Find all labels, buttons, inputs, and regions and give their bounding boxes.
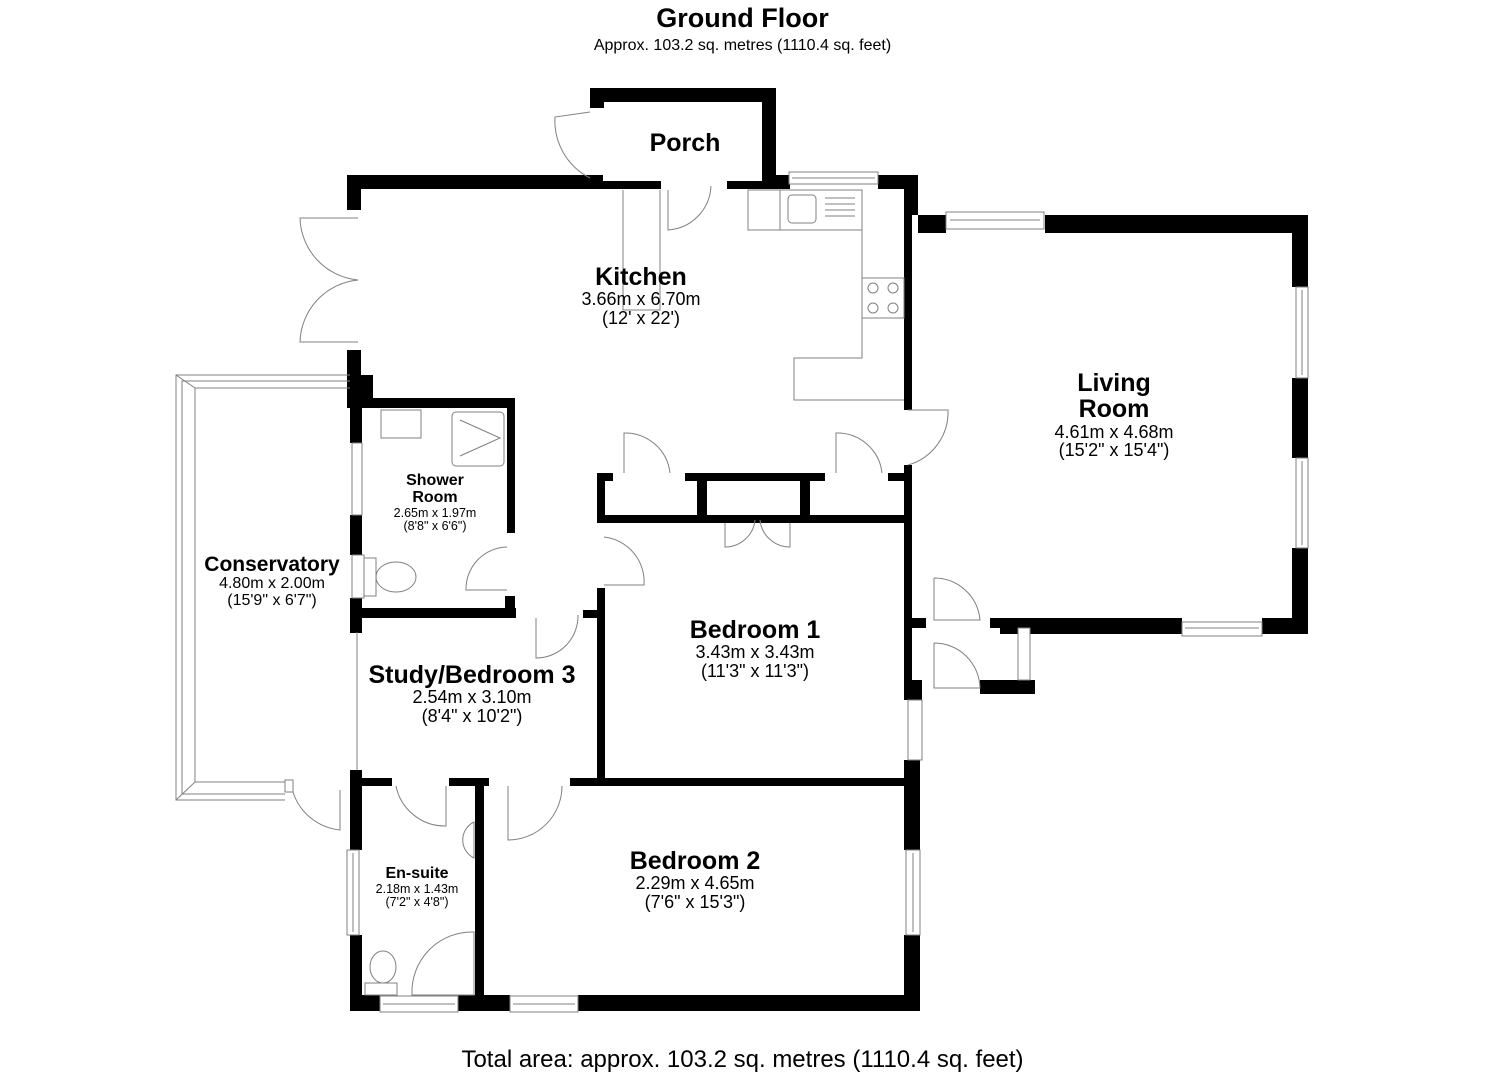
door-swings	[292, 111, 981, 841]
fixtures	[363, 189, 905, 996]
room-label-study-bedroom-3: Study/Bedroom 3 2.54m x 3.10m (8'4" x 10…	[368, 661, 576, 727]
corner-shower-icon	[411, 931, 475, 996]
hob-icon	[861, 277, 905, 319]
floor-area-subtitle: Approx. 103.2 sq. metres (1110.4 sq. fee…	[593, 37, 892, 54]
room-label-bedroom-1: Bedroom 1 3.43m x 3.43m (11'3" x 11'3")	[689, 616, 821, 682]
walls	[347, 88, 1308, 1011]
windows	[175, 171, 1309, 1013]
basin-icon	[380, 409, 422, 439]
ensuite-basin-icon	[462, 821, 475, 859]
total-area-footer: Total area: approx. 103.2 sq. metres (11…	[461, 1046, 1024, 1073]
room-label-porch: Porch	[649, 129, 721, 157]
room-label-bedroom-2: Bedroom 2 2.29m x 4.65m (7'6" x 15'3")	[629, 847, 761, 913]
room-label-living-room: Living Room 4.61m x 4.68m (15'2" x 15'4"…	[1054, 369, 1174, 461]
kitchen-sink-icon	[787, 194, 817, 224]
shower-tray-icon	[451, 411, 505, 467]
room-label-shower-room: Shower Room 2.65m x 1.97m (8'8" x 6'6")	[393, 472, 477, 533]
toilet-cistern	[363, 557, 377, 597]
floor-title: Ground Floor	[656, 3, 829, 33]
room-label-conservatory: Conservatory 4.80m x 2.00m (15'9" x 6'7"…	[204, 553, 340, 609]
room-label-kitchen: Kitchen 3.66m x 6.70m (12' x 22')	[581, 263, 701, 329]
room-label-en-suite: En-suite 2.18m x 1.43m (7'2" x 4'8")	[375, 865, 459, 909]
toilet-icon	[375, 561, 417, 593]
ensuite-toilet-icon	[369, 950, 397, 984]
